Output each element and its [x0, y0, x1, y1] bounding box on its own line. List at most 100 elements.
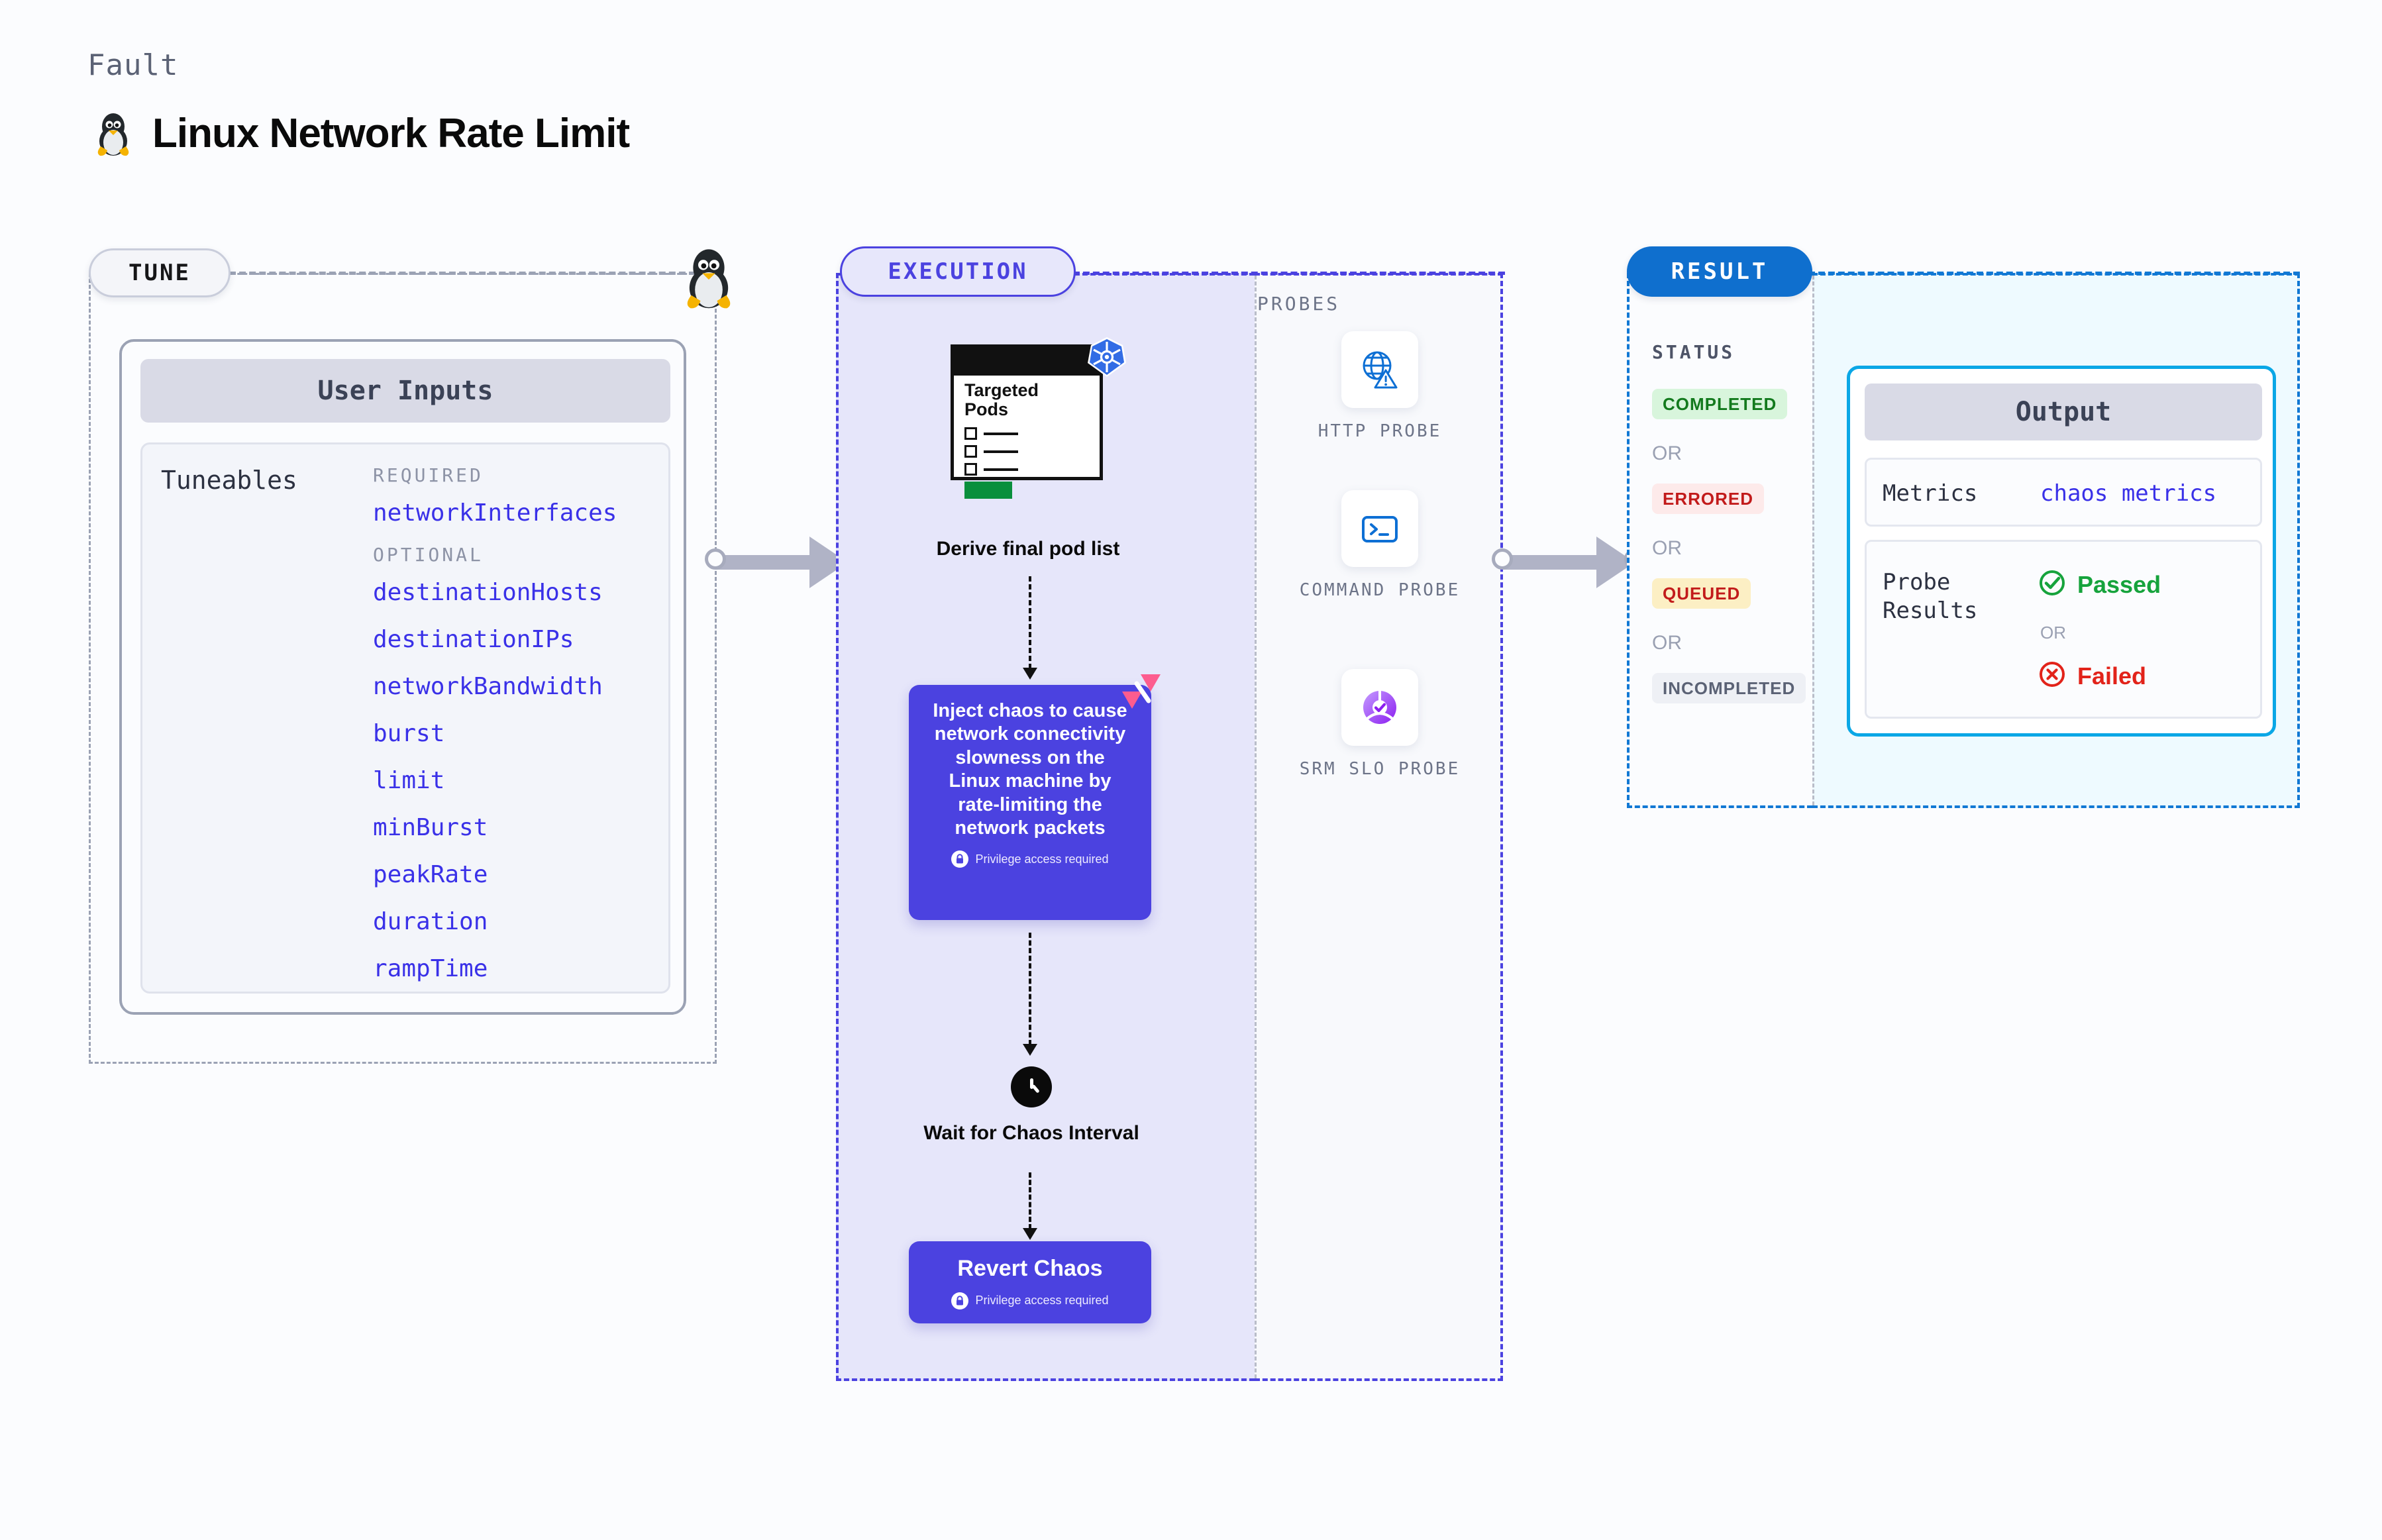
tuneables-label: Tuneables — [161, 466, 297, 495]
privilege-note-text: Privilege access required — [975, 852, 1109, 866]
probe-label: COMMAND PROBE — [1299, 580, 1461, 600]
metrics-label: Metrics — [1883, 480, 1978, 507]
connector-dot — [1492, 548, 1513, 570]
user-inputs-card: User Inputs Tuneables REQUIRED networkIn… — [119, 339, 686, 1015]
execution-chip[interactable]: EXECUTION — [840, 246, 1076, 297]
probe-srm-slo[interactable]: SRM SLO PROBE — [1297, 669, 1463, 781]
privilege-note-row: Privilege access required — [951, 1292, 1109, 1309]
privilege-note-row: Privilege access required — [951, 850, 1109, 868]
metrics-row: Metrics chaos metrics — [1865, 458, 2262, 527]
kubernetes-icon — [1085, 335, 1129, 379]
tuneable-item[interactable]: minBurst — [373, 814, 488, 841]
probes-title: PROBES — [1257, 293, 1341, 315]
flow-arrow-head — [1023, 668, 1037, 680]
probes-divider — [1255, 276, 1257, 1378]
progress-bar-indicator — [964, 482, 1012, 499]
probe-label: HTTP PROBE — [1318, 421, 1442, 441]
flow-arrow-head — [1023, 1228, 1037, 1240]
pods-checklist-row — [964, 427, 1018, 440]
output-header: Output — [1865, 384, 2262, 440]
page-title-text: Linux Network Rate Limit — [152, 110, 630, 156]
fault-label: Fault — [87, 48, 179, 82]
connector-dot — [705, 548, 726, 570]
execution-dashed-connector — [1073, 272, 1505, 275]
result-dashed-connector — [1808, 272, 2300, 275]
pods-checklist — [964, 427, 1018, 481]
terminal-icon — [1341, 490, 1418, 567]
derive-pod-list-label: Derive final pod list — [936, 538, 1120, 560]
status-title: STATUS — [1652, 341, 1735, 363]
result-chip[interactable]: RESULT — [1627, 246, 1812, 297]
wait-for-chaos-interval-label: Wait for Chaos Interval — [923, 1122, 1139, 1144]
tuneable-item[interactable]: burst — [373, 720, 445, 747]
tuneable-item[interactable]: destinationHosts — [373, 579, 603, 606]
tuneable-item[interactable]: rampTime — [373, 955, 488, 982]
page-title: Linux Network Rate Limit — [93, 109, 630, 157]
flow-arrow-line — [1029, 1172, 1031, 1229]
tuneables-group-optional-label: OPTIONAL — [373, 544, 484, 566]
tuneables-list: REQUIRED networkInterfaces OPTIONAL dest… — [373, 462, 664, 1002]
tune-chip[interactable]: TUNE — [89, 248, 231, 297]
probe-results-label: Probe Results — [1883, 569, 1978, 624]
line-placeholder — [984, 432, 1018, 435]
flow-arrow-line — [1029, 933, 1031, 1045]
flow-arrow-line — [1029, 576, 1031, 669]
result-region — [1627, 273, 1812, 808]
failed-label: Failed — [2077, 662, 2147, 690]
pods-checklist-row — [964, 445, 1018, 458]
status-badge-completed: COMPLETED — [1652, 389, 1788, 419]
probe-command[interactable]: COMMAND PROBE — [1297, 490, 1463, 602]
or-label: OR — [1652, 442, 1682, 464]
flow-arrow-head — [1023, 1044, 1037, 1056]
x-circle-icon — [2038, 660, 2067, 692]
checkbox-icon — [964, 427, 977, 440]
pods-checklist-row — [964, 463, 1018, 476]
metrics-value[interactable]: chaos metrics — [2040, 480, 2217, 507]
line-placeholder — [984, 450, 1018, 453]
tuneable-item[interactable]: peakRate — [373, 861, 488, 888]
tuneables-box: Tuneables REQUIRED networkInterfaces OPT… — [140, 442, 670, 994]
linux-penguin-icon — [679, 244, 739, 310]
inject-chaos-text: Inject chaos to cause network connectivi… — [933, 700, 1127, 839]
or-label: OR — [2040, 623, 2066, 642]
probe-http[interactable]: HTTP PROBE — [1297, 331, 1463, 443]
document-titlebar — [954, 348, 1100, 376]
tune-dashed-connector — [229, 272, 696, 275]
globe-warning-icon — [1341, 331, 1418, 408]
targeted-pods-title: Targeted Pods — [964, 380, 1039, 420]
probe-result-passed: Passed — [2038, 568, 2161, 601]
probes-region — [1255, 273, 1503, 1381]
tuneable-item[interactable]: networkInterfaces — [373, 499, 617, 527]
linux-penguin-icon — [93, 109, 134, 157]
result-divider — [1812, 276, 1814, 805]
check-circle-icon — [2038, 568, 2067, 601]
tuneable-item[interactable]: limit — [373, 767, 445, 794]
tuneable-item[interactable]: destinationIPs — [373, 626, 574, 653]
connector-tune-to-execution — [705, 537, 858, 588]
passed-label: Passed — [2077, 570, 2161, 598]
tuneables-group-required-label: REQUIRED — [373, 464, 484, 486]
line-placeholder — [984, 468, 1018, 471]
privilege-note-text: Privilege access required — [975, 1294, 1109, 1307]
inject-chaos-card[interactable]: Inject chaos to cause network connectivi… — [909, 674, 1161, 920]
revert-chaos-card[interactable]: Revert Chaos Privilege access required — [909, 1241, 1151, 1323]
or-label: OR — [1652, 632, 1682, 654]
lock-icon — [951, 1292, 969, 1309]
user-inputs-header: User Inputs — [140, 359, 670, 423]
checkbox-icon — [964, 463, 977, 476]
clock-icon — [1011, 1066, 1052, 1107]
slo-check-icon — [1341, 669, 1418, 746]
probe-result-failed: Failed — [2038, 660, 2146, 692]
targeted-pods-document: Targeted Pods — [951, 344, 1103, 499]
probe-results-row: Probe Results Passed OR F — [1865, 540, 2262, 719]
or-label: OR — [1652, 537, 1682, 559]
litmus-chaos-icon — [1117, 669, 1165, 717]
revert-chaos-title: Revert Chaos — [957, 1255, 1103, 1281]
status-badge-errored: ERRORED — [1652, 484, 1765, 514]
tuneable-item[interactable]: duration — [373, 908, 488, 935]
checkbox-icon — [964, 445, 977, 458]
status-badge-queued: QUEUED — [1652, 578, 1751, 609]
connector-execution-to-result — [1492, 537, 1645, 588]
output-card: Output Metrics chaos metrics Probe Resul… — [1847, 366, 2276, 737]
tuneable-item[interactable]: networkBandwidth — [373, 673, 603, 700]
